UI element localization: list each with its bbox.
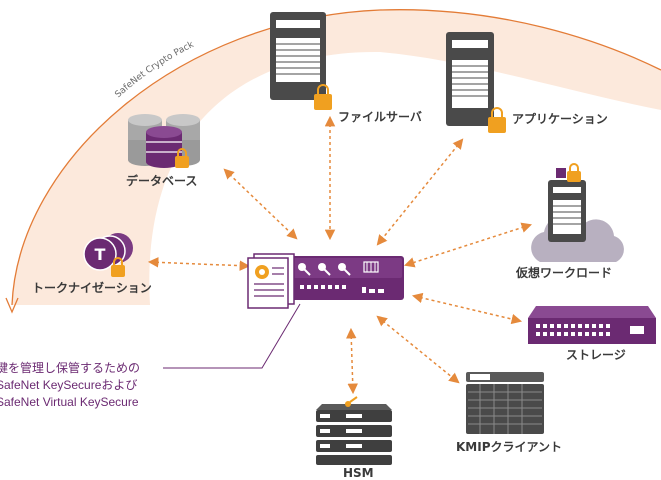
caption-line-2: SafeNet KeySecureおよび: [0, 378, 138, 392]
arrow-storage: [411, 292, 523, 325]
file-server-label: ファイルサーバ: [338, 110, 422, 124]
crypto-pack-band: [12, 9, 661, 306]
arrow-application: [376, 138, 464, 246]
caption-pointer-line: [163, 303, 301, 369]
arrow-database: [223, 168, 298, 240]
keysecure-appliance-icon: [260, 256, 404, 300]
svg-text:T: T: [95, 245, 106, 264]
caption-line-3: SafeNet Virtual KeySecure: [0, 395, 139, 409]
tokenization-lock-icon: [111, 257, 125, 277]
crypto-pack-arc-arrowhead: [5, 297, 19, 314]
file-server-lock-icon: [314, 84, 332, 110]
hsm-appliance-icon: [316, 404, 392, 465]
application-lock-icon: [488, 107, 506, 133]
crypto-pack-arc-line: [11, 9, 661, 306]
storage-appliance-icon: [528, 306, 656, 344]
hsm-label: HSM: [343, 466, 374, 480]
arrow-kmip: [376, 315, 460, 384]
kmip-client-server-icon: [466, 372, 544, 434]
storage-label: ストレージ: [566, 348, 626, 362]
database-label: データベース: [126, 174, 198, 188]
arrow-hsm: [346, 327, 358, 395]
file-server-icon: [270, 12, 326, 100]
virtual-workload-lock-icon: [556, 163, 581, 182]
caption-line-1: 鍵を管理し保管するための: [0, 361, 141, 375]
application-server-icon: [446, 32, 494, 126]
tokenization-label: トークナイゼーション: [32, 281, 152, 295]
certificate-document-icon: [247, 253, 295, 309]
virtual-workload-server-icon: [548, 180, 586, 242]
database-lock-icon: [175, 148, 189, 168]
application-label: アプリケーション: [512, 112, 608, 126]
hsm-key-icon: [345, 396, 358, 407]
arrow-virtual-workload: [404, 222, 532, 268]
kmip-client-label: KMIPクライアント: [456, 440, 563, 454]
connection-arrows: [147, 115, 532, 395]
arrow-tokenization: [147, 257, 251, 271]
database-icon: [128, 114, 200, 168]
virtual-workload-label: 仮想ワークロード: [516, 266, 613, 280]
